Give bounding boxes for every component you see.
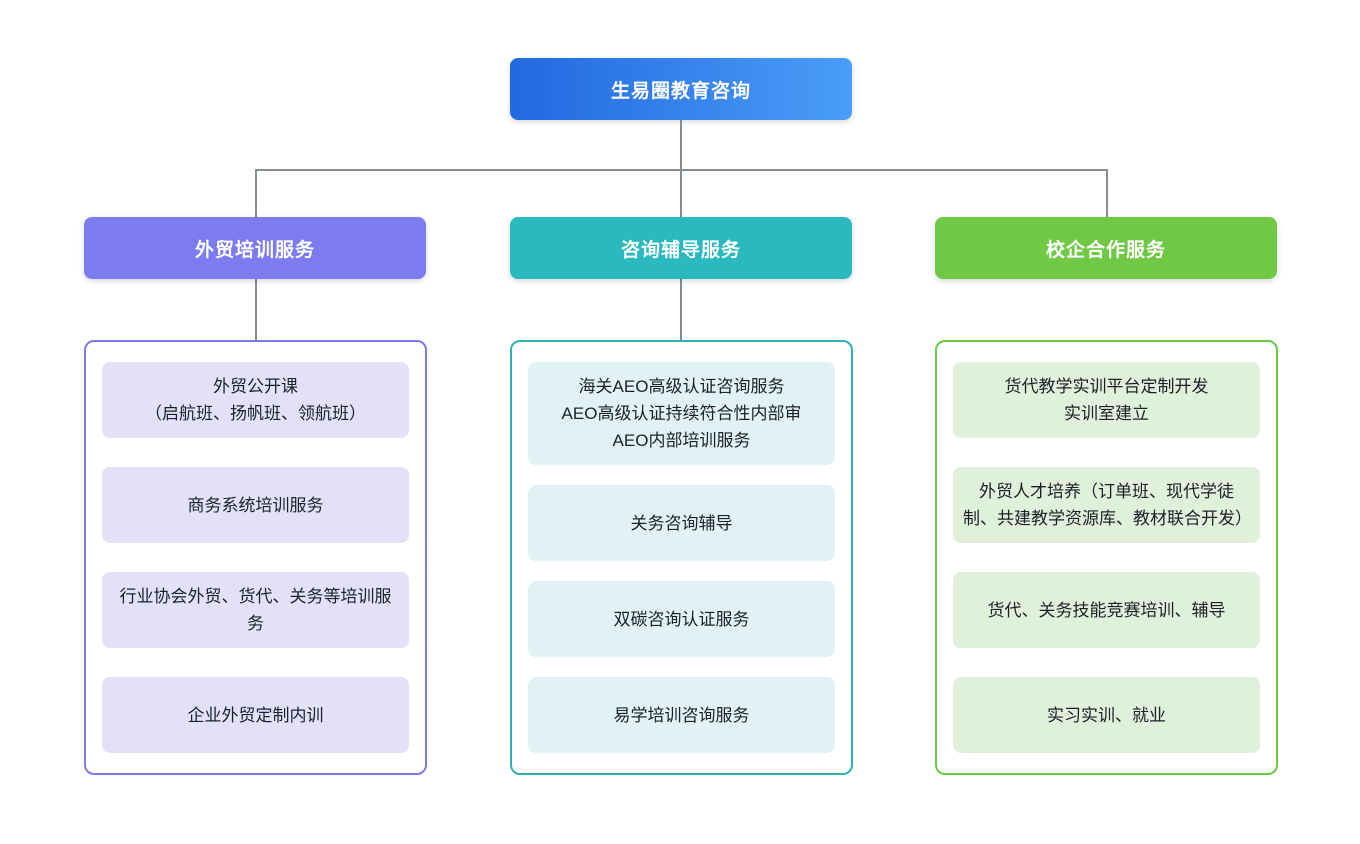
connector-branch-2-stem <box>680 279 682 340</box>
connector-drop-branch-1 <box>255 169 257 217</box>
branch-2-item: 双碳咨询认证服务 <box>528 581 835 657</box>
root-node: 生易圈教育咨询 <box>510 58 852 120</box>
branch-container-consulting-coaching: 海关AEO高级认证咨询服务 AEO高级认证持续符合性内部审 AEO内部培训服务 … <box>510 340 853 775</box>
branch-3-item: 货代、关务技能竞赛培训、辅导 <box>953 572 1260 648</box>
branch-header-foreign-trade-training: 外贸培训服务 <box>84 217 426 279</box>
branch-3-item: 实习实训、就业 <box>953 677 1260 753</box>
connector-drop-branch-2 <box>680 169 682 217</box>
root-node-label: 生易圈教育咨询 <box>610 80 751 102</box>
branch-2-item: 海关AEO高级认证咨询服务 AEO高级认证持续符合性内部审 AEO内部培训服务 <box>528 362 835 465</box>
branch-1-item: 行业协会外贸、货代、关务等培训服务 <box>102 572 409 648</box>
branch-header-school-enterprise-cooperation: 校企合作服务 <box>935 217 1277 279</box>
branch-3-item: 货代教学实训平台定制开发 实训室建立 <box>953 362 1260 438</box>
connector-drop-branch-3 <box>1106 169 1108 217</box>
branch-header-consulting-coaching: 咨询辅导服务 <box>510 217 852 279</box>
branch-container-foreign-trade-training: 外贸公开课 （启航班、扬帆班、领航班） 商务系统培训服务 行业协会外贸、货代、关… <box>84 340 427 775</box>
branch-2-item: 关务咨询辅导 <box>528 485 835 561</box>
branch-header-label: 咨询辅导服务 <box>620 239 741 261</box>
connector-root-stem <box>680 120 682 169</box>
branch-1-item: 商务系统培训服务 <box>102 467 409 543</box>
branch-container-school-enterprise-cooperation: 货代教学实训平台定制开发 实训室建立 外贸人才培养（订单班、现代学徒制、共建教学… <box>935 340 1278 775</box>
branch-header-label: 校企合作服务 <box>1045 239 1166 261</box>
connector-branch-1-stem <box>255 279 257 340</box>
branch-1-item: 外贸公开课 （启航班、扬帆班、领航班） <box>102 362 409 438</box>
branch-header-label: 外贸培训服务 <box>194 239 315 261</box>
branch-3-item: 外贸人才培养（订单班、现代学徒制、共建教学资源库、教材联合开发） <box>953 467 1260 543</box>
branch-1-item: 企业外贸定制内训 <box>102 677 409 753</box>
branch-2-item: 易学培训咨询服务 <box>528 677 835 753</box>
